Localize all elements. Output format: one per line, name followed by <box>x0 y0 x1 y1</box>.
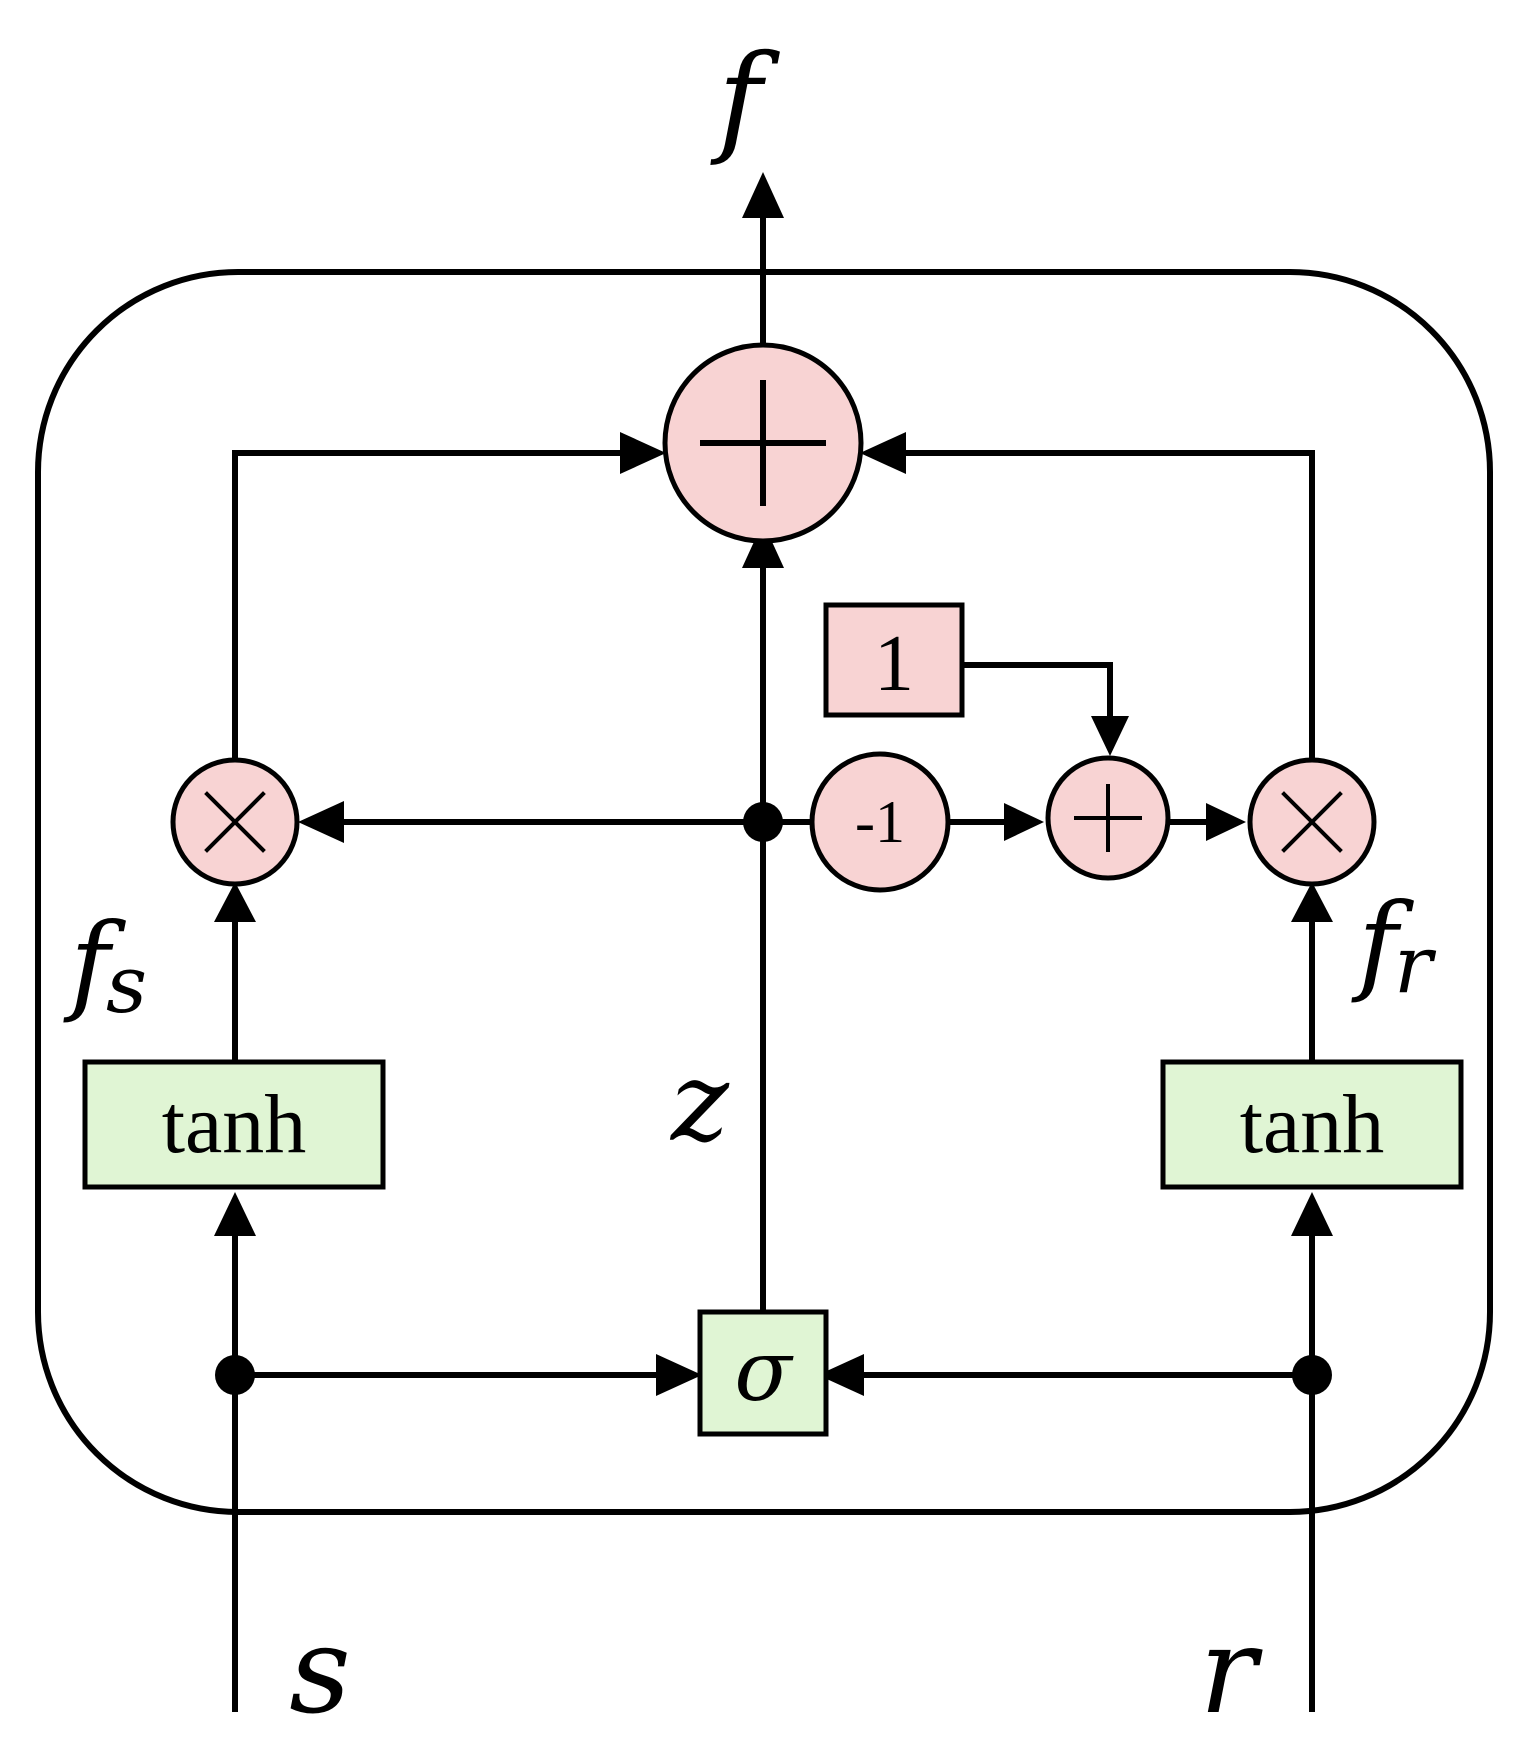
add-to-mult-arrowhead <box>1206 803 1246 841</box>
one-to-add-line <box>962 662 1113 722</box>
z-junction-dot <box>743 802 783 842</box>
fs-arrowhead <box>214 882 256 922</box>
negate-label: -1 <box>855 789 905 855</box>
multiply-icon <box>204 791 266 853</box>
negate-node <box>809 751 951 893</box>
r-junction-dot <box>1292 1355 1332 1395</box>
right-mult-to-top-line <box>904 450 1315 760</box>
sigma-box <box>697 1309 829 1437</box>
r-sigma-arrowhead <box>818 1354 864 1396</box>
fr-subscript: r <box>1394 918 1437 1011</box>
left-mult-arrowhead <box>298 801 344 843</box>
r-tanh-arrowhead <box>1291 1192 1333 1236</box>
plus-icon <box>700 380 826 506</box>
right-top-arrowhead <box>860 432 906 474</box>
fs-subscript: s <box>106 938 147 1031</box>
output-f-label: f <box>710 30 781 169</box>
s-sigma-arrowhead <box>656 1354 702 1396</box>
fr-label: fr <box>1351 881 1437 1011</box>
tanh-left-label: tanh <box>162 1078 307 1171</box>
left-top-arrowhead <box>620 432 666 474</box>
plus-icon <box>1074 784 1142 852</box>
s-junction-dot <box>215 1355 255 1395</box>
sigma-label: σ <box>734 1322 794 1420</box>
left-mult-to-top-line <box>232 450 622 760</box>
fr-arrowhead <box>1291 882 1333 922</box>
multiply-icon <box>1281 791 1343 853</box>
input-r-label: r <box>1199 1602 1263 1737</box>
s-tanh-arrowhead <box>214 1192 256 1236</box>
constant-one-label: 1 <box>874 620 914 708</box>
neg-to-add-arrowhead <box>1004 803 1044 841</box>
z-arrowhead <box>742 522 784 568</box>
tanh-left-box <box>82 1059 386 1190</box>
tanh-right-label: tanh <box>1240 1078 1385 1171</box>
output-arrowhead <box>742 172 784 218</box>
input-s-label: s <box>289 1602 351 1737</box>
fs-label: fs <box>63 901 147 1031</box>
gate-z-label: z <box>669 1038 730 1166</box>
tanh-right-box <box>1160 1059 1464 1190</box>
one-to-add-arrowhead <box>1091 716 1129 756</box>
constant-one-box <box>823 602 965 718</box>
